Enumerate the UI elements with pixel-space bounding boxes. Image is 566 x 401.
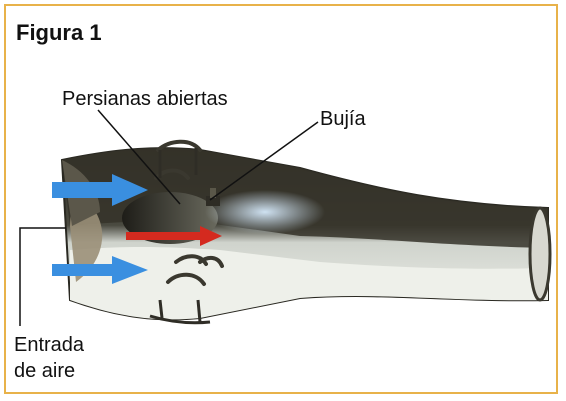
label-spark-plug: Bujía — [320, 108, 366, 131]
label-open-louvers: Persianas abiertas — [62, 88, 228, 111]
label-air-intake-line1: Entrada — [14, 332, 84, 358]
chamber-glow — [205, 190, 325, 234]
label-air-intake: Entrada de aire — [14, 332, 84, 384]
label-air-intake-line2: de aire — [14, 358, 84, 384]
